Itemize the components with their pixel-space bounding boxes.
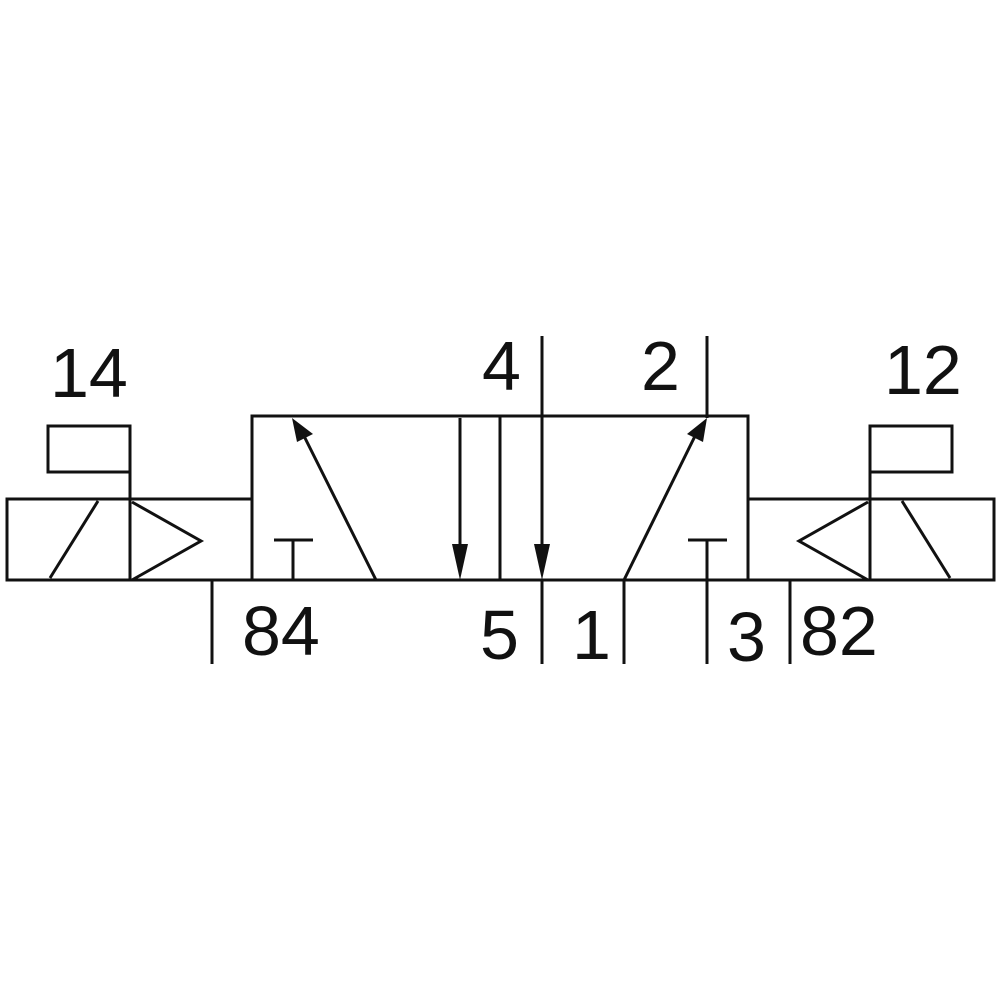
right-manual-override xyxy=(868,424,954,499)
port-labels: 14 12 4 2 84 5 1 3 82 xyxy=(50,327,962,676)
valve-body xyxy=(250,414,750,582)
left-pilot-triangle xyxy=(131,500,205,582)
left-flow-diagonal xyxy=(300,431,378,581)
right-flow-diagonal xyxy=(622,431,699,581)
left-solenoid-winding xyxy=(48,500,100,579)
right-solenoid-winding xyxy=(900,500,952,579)
right-pilot-triangle xyxy=(795,500,869,582)
label-3: 3 xyxy=(727,598,766,676)
port-lines xyxy=(210,336,792,664)
left-flow-arrowhead xyxy=(292,418,313,442)
right-solenoid-box xyxy=(868,497,996,582)
left-vertical-arrowhead xyxy=(452,544,468,580)
left-manual-override xyxy=(46,424,132,499)
label-82: 82 xyxy=(800,592,878,670)
label-1: 1 xyxy=(572,596,611,674)
right-solenoid-operator xyxy=(746,424,996,582)
right-flow-arrowhead xyxy=(687,418,707,442)
label-12: 12 xyxy=(884,331,962,409)
left-solenoid-operator xyxy=(5,424,254,582)
label-5: 5 xyxy=(480,596,519,674)
label-84: 84 xyxy=(242,592,320,670)
label-4: 4 xyxy=(482,327,521,405)
label-2: 2 xyxy=(641,327,680,405)
left-solenoid-box xyxy=(5,497,132,582)
right-vertical-arrowhead xyxy=(534,544,550,580)
label-14: 14 xyxy=(50,334,128,412)
